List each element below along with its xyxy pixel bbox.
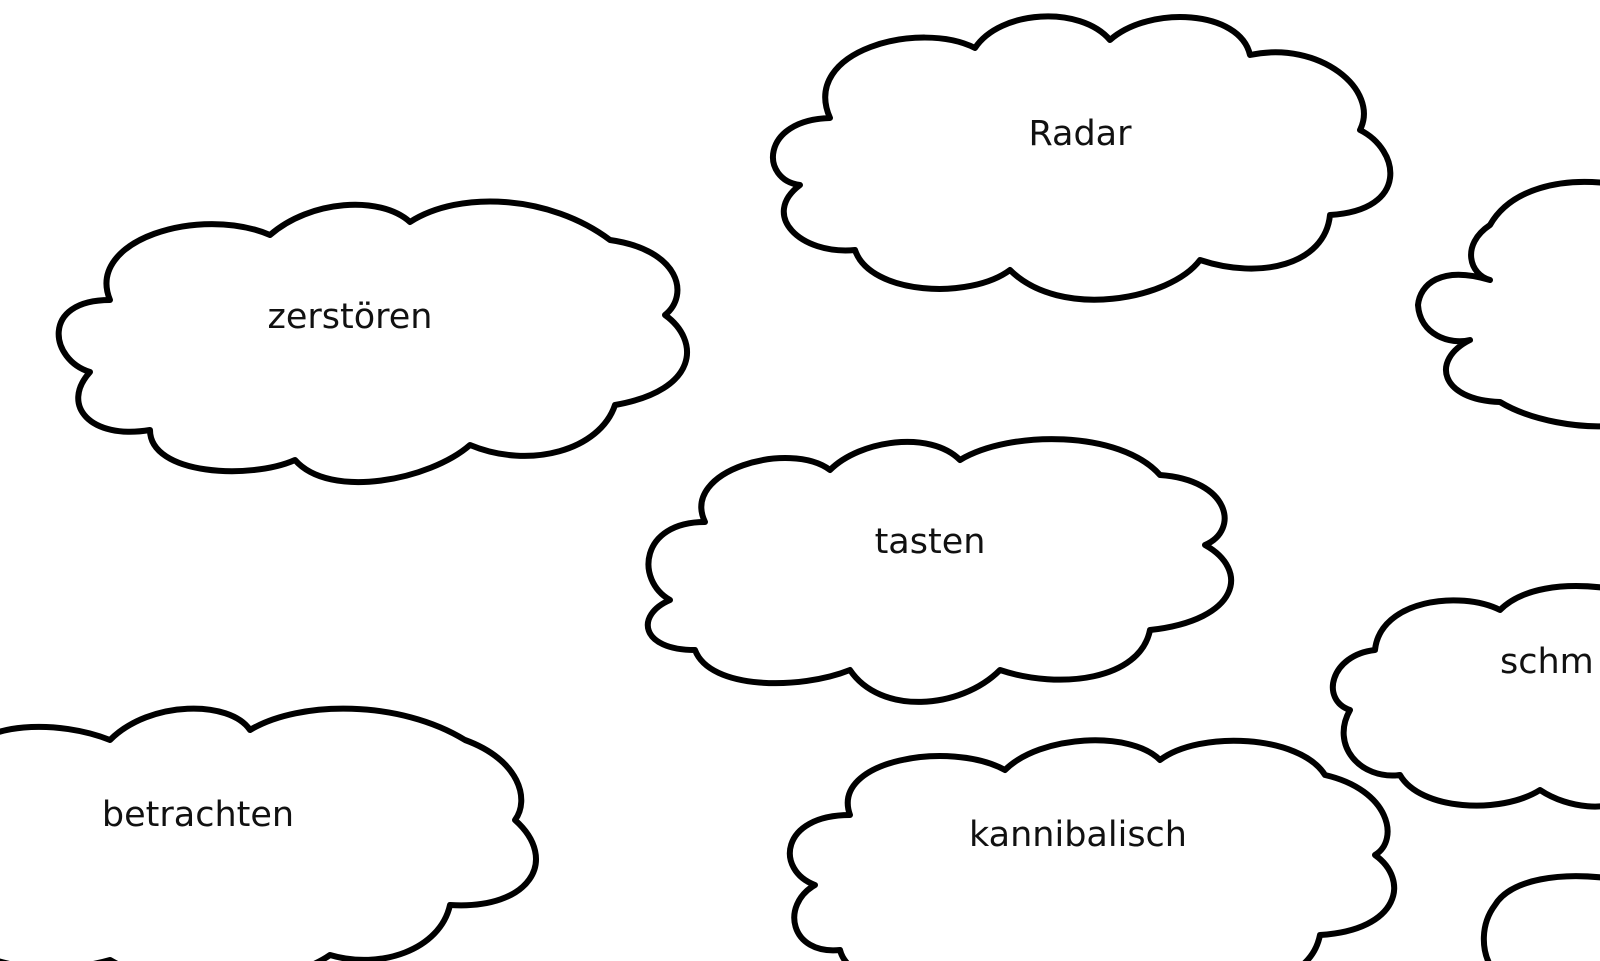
cloud-betrachten: betrachten [0,705,539,961]
cloud-word: betrachten [102,795,294,835]
cloud-outline [1480,873,1600,961]
cloud-word: tasten [875,522,986,562]
cloud-outline [1415,179,1600,430]
cloud-right-top [1415,179,1600,430]
cloud-kannibalisch: kannibalisch [786,737,1398,961]
cloud-outline [644,436,1235,705]
cloud-outline [55,198,690,486]
cloud-outline [1329,583,1600,810]
cloud-outline [786,737,1398,961]
cloud-outline [769,13,1394,303]
cloud-word: zerstören [267,297,432,337]
cloud-word: kannibalisch [969,815,1187,855]
cloud-radar: Radar [769,13,1394,303]
cloud-schm: schm [1329,583,1600,810]
cloud-right-bottom [1480,873,1600,961]
cloud-word: Radar [1028,114,1132,154]
cloud-tasten: tasten [644,436,1235,705]
cloud-word: schm [1500,642,1594,682]
cloud-outline [0,705,539,961]
cloud-zerstoeren: zerstören [55,198,690,486]
